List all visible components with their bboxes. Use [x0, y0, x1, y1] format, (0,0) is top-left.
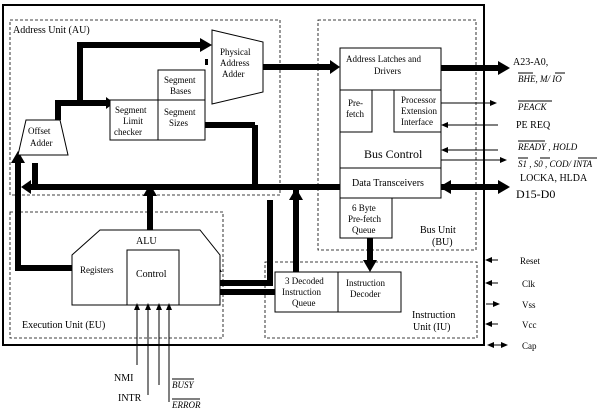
instruction-unit-label-line1: Instruction — [412, 310, 455, 321]
arrow-ready — [441, 147, 448, 153]
decoder-line1: Instruction — [346, 278, 385, 288]
prefetch-line1: Pre- — [348, 98, 363, 108]
pe-interface-line1: Processor — [401, 95, 436, 105]
arrow-address-out — [498, 61, 510, 75]
bus-control-label: Bus Control — [364, 147, 423, 161]
arrow-data-out — [498, 180, 510, 194]
data-transceivers-label: Data Transceivers — [352, 178, 424, 189]
path-offset-to-pa — [77, 42, 200, 103]
pin-vcc: Vcc — [522, 320, 537, 330]
arrow-vcc — [485, 321, 492, 327]
address-latches-block — [339, 47, 442, 91]
arrow-queue-to-decoder — [363, 260, 377, 272]
arrow-cap-right — [501, 342, 508, 348]
arrow-data-in — [439, 180, 451, 194]
arrow-reset — [485, 257, 492, 263]
bus-unit-region — [317, 19, 477, 251]
instruction-unit-label-line2: Unit (IU) — [413, 322, 451, 333]
pin-vss: Vss — [522, 300, 536, 310]
limit-checker-line2: Limit — [123, 116, 143, 126]
pf-queue-line3: Queue — [352, 225, 376, 235]
processor-extension-block — [393, 89, 442, 133]
control-block — [126, 249, 180, 306]
decoder-line2: Decoder — [350, 289, 380, 299]
arrow-peack — [490, 100, 497, 106]
arrow-status — [500, 157, 507, 163]
prefetch-line2: fetch — [346, 109, 364, 119]
signal-locka-hlda: LOCKA, HLDA — [520, 173, 588, 184]
arrow-offset-to-pa — [200, 38, 212, 52]
prefetch-block — [339, 89, 373, 133]
limit-checker-line3: checker — [114, 127, 142, 137]
segment-bases-block — [157, 69, 206, 101]
pin-reset: Reset — [520, 256, 540, 266]
signal-ready-hold: READY , HOLD — [517, 142, 578, 152]
segment-sizes-line2: Sizes — [169, 118, 188, 128]
alu-label: ALU — [136, 236, 157, 247]
offset-adder-line1: Offset — [28, 126, 51, 136]
latches-line1: Address Latches and — [346, 54, 421, 64]
segment-limit-checker-block — [109, 99, 159, 141]
registers-label: Registers — [80, 265, 114, 275]
pe-interface-line2: Extension — [401, 106, 437, 116]
segment-bases-line2: Bases — [170, 86, 191, 96]
signal-intr: INTR — [118, 393, 142, 404]
arrow-vss — [493, 301, 500, 307]
segment-bases-line1: Segment — [164, 75, 196, 85]
instruction-decoder-block — [337, 271, 402, 313]
data-transceivers-block — [339, 167, 442, 199]
pf-queue-line1: 6 Byte — [352, 203, 376, 213]
prefetch-queue-block — [339, 197, 393, 239]
chip-boundary — [2, 4, 485, 346]
pa-adder-line3: Adder — [222, 69, 245, 79]
pa-adder-line2: Address — [220, 58, 250, 68]
arrow-nmi — [134, 303, 140, 310]
arrow-error — [166, 303, 172, 310]
arrow-alu-to-bus — [143, 184, 157, 196]
pin-cap: Cap — [522, 341, 537, 351]
control-label: Control — [136, 269, 167, 280]
arrow-pa-to-latches — [330, 60, 340, 74]
signal-pereq: PE REQ — [516, 120, 551, 131]
arrow-pereq — [441, 122, 448, 128]
pe-interface-line3: Interface — [401, 117, 433, 127]
signal-error: ERROR — [171, 400, 201, 410]
pf-queue-line2: Pre-fetch — [348, 214, 381, 224]
arrow-iu-up — [289, 188, 303, 200]
offset-adder-block — [17, 119, 69, 156]
pa-adder-line1: Physical — [220, 47, 251, 57]
signal-status: S1 , S0 , COD/ INTA — [518, 159, 593, 169]
arrow-busy — [156, 303, 162, 310]
bus-unit-label-line2: (BU) — [432, 237, 453, 248]
address-unit-label: Address Unit (AU) — [13, 25, 90, 36]
limit-checker-line1: Segment — [115, 105, 147, 115]
decoded-queue-line1: 3 Decoded — [285, 276, 324, 286]
signal-bhe-mio: BHE, M/ IO — [518, 74, 562, 84]
segment-sizes-line1: Segment — [164, 107, 196, 117]
arrow-registers-to-offset — [11, 151, 25, 163]
execution-unit-label: Execution Unit (EU) — [22, 320, 105, 331]
signal-peack: PEACK — [517, 102, 547, 112]
latches-line2: Drivers — [374, 66, 401, 76]
execution-unit-region — [9, 211, 224, 339]
decoded-queue-line3: Queue — [292, 298, 316, 308]
arrow-cap-left — [487, 342, 494, 348]
decoded-queue-line2: Instruction — [282, 287, 321, 297]
path-registers-left — [15, 195, 72, 271]
pin-clk: Clk — [522, 279, 536, 289]
arrow-clk — [485, 280, 492, 286]
arrow-bus-left — [21, 180, 31, 194]
offset-adder-line2: Adder — [30, 138, 53, 148]
signal-nmi: NMI — [114, 373, 133, 384]
segment-sizes-block — [157, 99, 206, 141]
decoded-queue-block — [274, 271, 339, 313]
signal-busy: BUSY — [172, 380, 194, 390]
signal-data-bus: D15-D0 — [516, 187, 555, 201]
bus-unit-label-line1: Bus Unit — [420, 225, 456, 236]
physical-address-adder — [211, 29, 264, 105]
signal-address-bus: A23-A0, — [513, 57, 548, 68]
arrow-intr — [145, 303, 151, 310]
path-offset-to-limit — [55, 100, 110, 120]
